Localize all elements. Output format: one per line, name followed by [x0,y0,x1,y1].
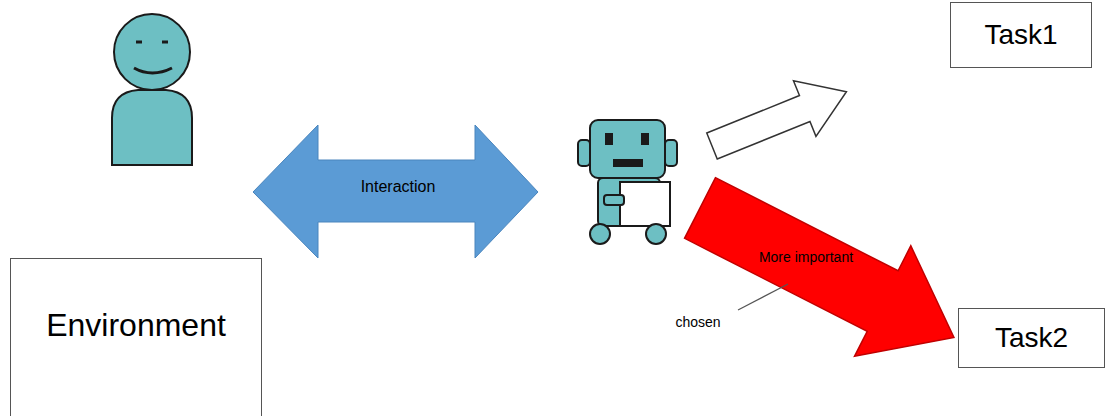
arrow-label: More important [759,249,853,265]
robot-icon [578,120,677,244]
task-box: Task1 [950,2,1092,68]
box-label: Task1 [984,19,1057,51]
arrow-label: Interaction [361,178,436,196]
task-box: Task2 [958,308,1105,368]
interaction-arrow [253,125,538,258]
leader-line [738,284,788,310]
callout-label: chosen [675,314,720,330]
task1-arrow [701,64,858,174]
task-box: Environment [10,258,262,416]
chosen-arrow [672,153,982,393]
box-label: Task2 [995,322,1068,354]
box-label: Environment [46,307,226,344]
person-icon [112,14,192,165]
